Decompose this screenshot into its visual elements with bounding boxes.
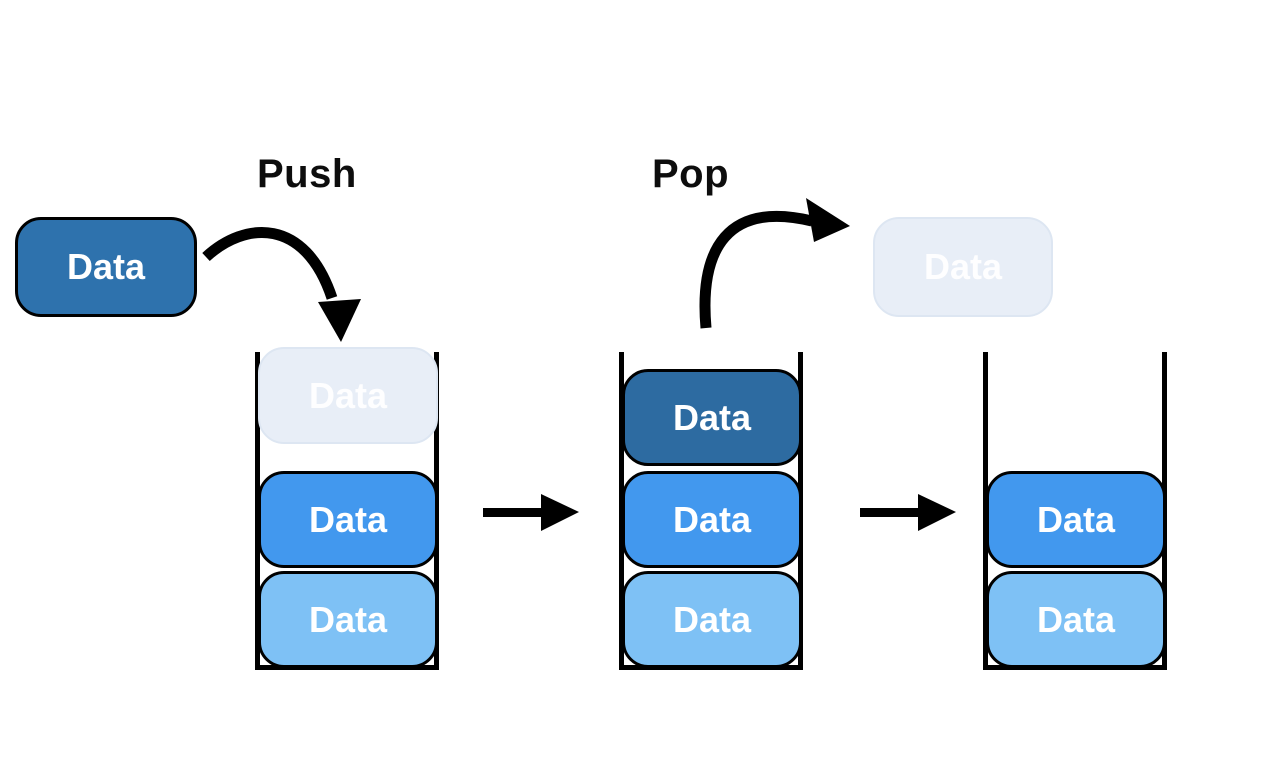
stack1-incoming-ghost-box: Data xyxy=(258,347,438,444)
stack2-middle-label: Data xyxy=(672,498,752,540)
pop-result-data-box: Data xyxy=(873,217,1053,317)
transition-arrow-2-icon xyxy=(860,494,956,531)
stack2-top-label: Data xyxy=(672,396,752,438)
stack3-top-box: Data xyxy=(986,471,1166,568)
stack3-top-label: Data xyxy=(1036,498,1116,540)
pop-label: Pop xyxy=(652,152,730,196)
stack1-ghost-label: Data xyxy=(308,374,388,416)
push-curved-arrow-icon xyxy=(202,227,361,342)
stack3-bottom-label: Data xyxy=(1036,598,1116,640)
pop-curved-arrow-icon xyxy=(699,198,850,329)
stack1-middle-box: Data xyxy=(258,471,438,568)
stack3-bottom-box: Data xyxy=(986,571,1166,668)
push-label: Push xyxy=(257,152,357,196)
stack1-middle-label: Data xyxy=(308,498,388,540)
push-source-data-label: Data xyxy=(66,246,146,287)
stack2-bottom-box: Data xyxy=(622,571,802,668)
transition-arrow-1-icon xyxy=(483,494,579,531)
push-source-data-box: Data xyxy=(15,217,197,317)
pop-result-data-label: Data xyxy=(923,246,1003,287)
stack1-bottom-label: Data xyxy=(308,598,388,640)
stack1-bottom-box: Data xyxy=(258,571,438,668)
stack2-top-box: Data xyxy=(622,369,802,466)
stack2-middle-box: Data xyxy=(622,471,802,568)
stack2-bottom-label: Data xyxy=(672,598,752,640)
